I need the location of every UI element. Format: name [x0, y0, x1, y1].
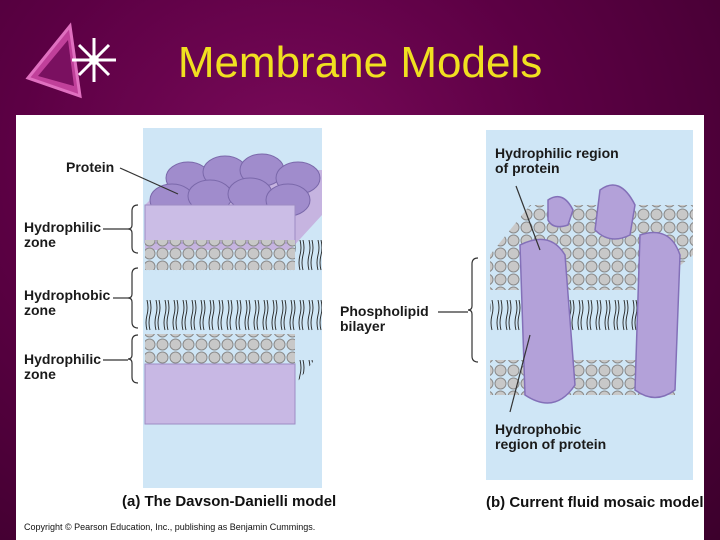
slide-title: Membrane Models — [177, 38, 543, 87]
label-hydrophilic-bottom: Hydrophilic zone — [24, 351, 102, 382]
caption-b: (b) Current fluid mosaic model — [486, 494, 704, 511]
label-phospholipid-bilayer: Phospholipid bilayer — [340, 303, 429, 334]
side-bilayer — [295, 212, 322, 385]
head-row-top — [145, 240, 295, 270]
integral-proteins — [519, 184, 681, 404]
protein-front-top — [144, 204, 296, 244]
label-protein: Protein — [66, 159, 115, 175]
label-hydrophilic-region: Hydrophilic region of protein — [495, 145, 619, 176]
protein-bottom-layer — [144, 363, 296, 425]
tail-region — [145, 270, 295, 334]
head-row-bottom — [145, 334, 295, 364]
label-hydrophobic: Hydrophobic zone — [24, 287, 111, 318]
caption-a: (a) The Davson-Danielli model — [122, 493, 337, 510]
label-hydrophobic-region: Hydrophobic region of protein — [495, 421, 607, 452]
copyright-text: Copyright © Pearson Education, Inc., pub… — [24, 522, 316, 532]
label-hydrophilic-top: Hydrophilic zone — [24, 219, 102, 250]
star-burst-logo-icon — [25, 22, 116, 99]
leader-lines — [103, 167, 541, 413]
